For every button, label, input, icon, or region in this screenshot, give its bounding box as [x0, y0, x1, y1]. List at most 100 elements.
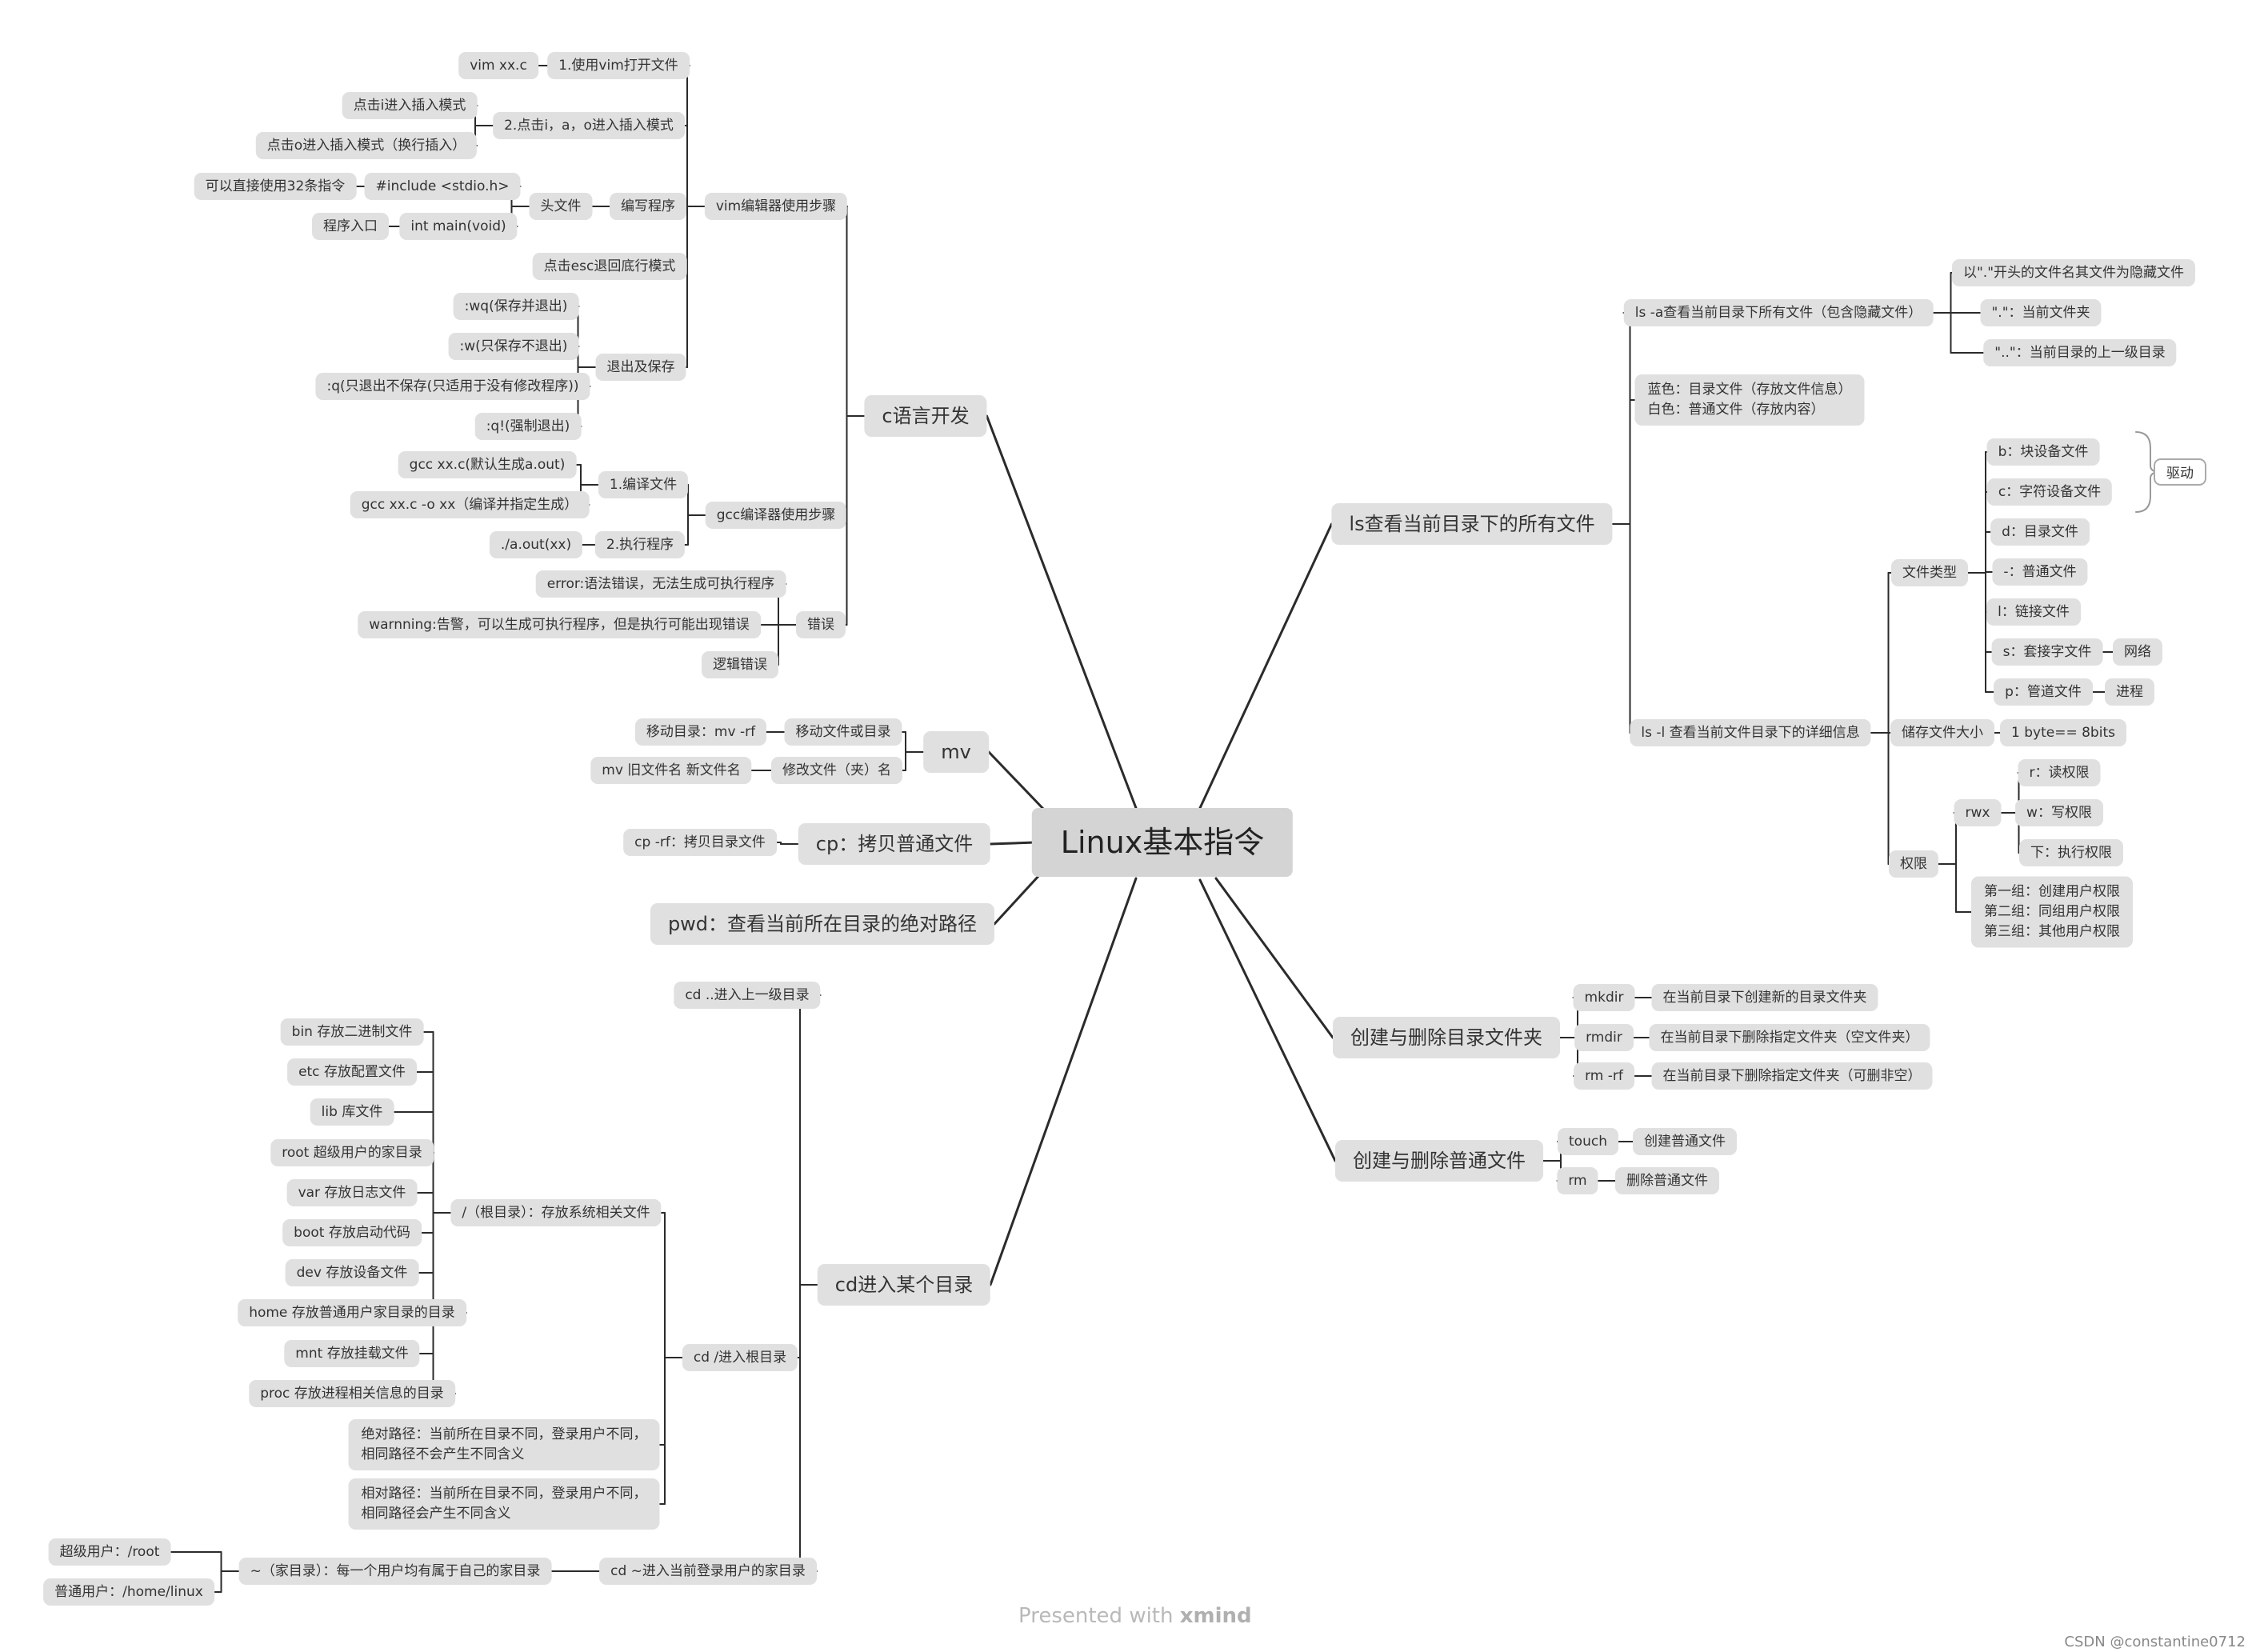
include-note[interactable]: 可以直接使用32条指令	[194, 173, 357, 200]
root-dir-item[interactable]: lib 库文件	[310, 1098, 394, 1126]
permission-rwx[interactable]: rwx	[1954, 799, 2002, 826]
ls-topic[interactable]: ls查看当前目录下的所有文件	[1331, 503, 1613, 545]
ls-dot-note[interactable]: "."：当前文件夹	[1980, 299, 2102, 326]
ls-dotdot-note[interactable]: ".."：当前目录的上一级目录	[1983, 339, 2177, 366]
central-topic[interactable]: Linux基本指令	[1031, 808, 1294, 877]
vim-open-cmd[interactable]: vim xx.c	[458, 52, 538, 79]
home-normal-user[interactable]: 普通用户：/home/linux	[43, 1578, 214, 1606]
credit-watermark: CSDN @constantine0712	[2064, 1634, 2246, 1650]
ls-hidden-note[interactable]: 以"."开头的文件名其文件为隐藏文件	[1951, 259, 2196, 286]
root-dir-item[interactable]: home 存放普通用户家目录的目录	[238, 1299, 466, 1327]
permission-w[interactable]: w：写权限	[2015, 799, 2103, 826]
cd-up[interactable]: cd ..进入上一级目录	[674, 982, 821, 1009]
permission-x[interactable]: 下：执行权限	[2019, 839, 2123, 866]
vim-open-topic[interactable]: 1.使用vim打开文件	[547, 52, 690, 79]
file-type-c[interactable]: c：字符设备文件	[1986, 478, 2113, 506]
touch-cmd[interactable]: touch	[1558, 1128, 1618, 1155]
vim-steps-topic[interactable]: vim编辑器使用步骤	[704, 193, 848, 220]
file-type-l[interactable]: l：链接文件	[1986, 598, 2081, 626]
ls-colors-note[interactable]: 蓝色：目录文件（存放文件信息） 白色：普通文件（存放内容）	[1634, 374, 1865, 426]
mv-rename-topic[interactable]: 修改文件（夹）名	[771, 757, 902, 784]
gcc-run-topic[interactable]: 2.执行程序	[594, 531, 686, 558]
errors-topic[interactable]: 错误	[796, 611, 846, 638]
driver-summary[interactable]: 驱动	[2154, 458, 2206, 486]
root-dir-item[interactable]: mnt 存放挂载文件	[284, 1339, 420, 1367]
quit-force[interactable]: :q!(强制退出)	[474, 413, 582, 440]
quit-w[interactable]: :w(只保存不退出)	[448, 333, 579, 360]
home-dir-topic[interactable]: ~（家目录）：每一个用户均有属于自己的家目录	[238, 1558, 552, 1585]
file-type-topic[interactable]: 文件类型	[1891, 559, 1968, 586]
mkdir-cmd[interactable]: mkdir	[1573, 984, 1635, 1011]
file-type-p[interactable]: p：管道文件	[1994, 678, 2093, 706]
xmind-logo: xmind	[1179, 1604, 1252, 1628]
root-dir-item[interactable]: boot 存放启动代码	[282, 1219, 422, 1246]
quit-q[interactable]: :q(只退出不保存(只适用于没有修改程序))	[315, 373, 590, 400]
mv-move-cmd[interactable]: 移动目录：mv -rf	[634, 718, 767, 746]
mv-topic[interactable]: mv	[923, 731, 989, 773]
vim-insert-i[interactable]: 点击i进入插入模式	[342, 92, 478, 119]
permission-topic[interactable]: 权限	[1889, 850, 1938, 878]
touch-topic[interactable]: 创建与删除普通文件	[1335, 1140, 1543, 1182]
file-size-topic[interactable]: 储存文件大小	[1890, 719, 1994, 746]
root-dir-item[interactable]: bin 存放二进制文件	[280, 1018, 424, 1046]
error-syntax[interactable]: error:语法错误，无法生成可执行程序	[535, 570, 786, 598]
file-size-value[interactable]: 1 byte== 8bits	[2000, 719, 2126, 746]
gcc-compile-b[interactable]: gcc xx.c -o xx（编译并指定生成）	[350, 491, 590, 518]
ls-l-topic[interactable]: ls -l 查看当前文件目录下的详细信息	[1630, 719, 1871, 746]
pwd-topic[interactable]: pwd：查看当前所在目录的绝对路径	[650, 903, 995, 945]
gcc-steps-topic[interactable]: gcc编译器使用步骤	[705, 502, 847, 529]
file-type-s[interactable]: s：套接字文件	[1991, 638, 2103, 666]
rmdir-desc[interactable]: 在当前目录下删除指定文件夹（空文件夹）	[1649, 1024, 1930, 1051]
permission-r[interactable]: r：读权限	[2018, 759, 2101, 786]
cp-topic[interactable]: cp：拷贝普通文件	[798, 823, 991, 865]
quit-save-topic[interactable]: 退出及保存	[595, 354, 686, 381]
quit-wq[interactable]: :wq(保存并退出)	[453, 293, 579, 320]
main-note[interactable]: 程序入口	[312, 213, 389, 240]
gcc-compile-a[interactable]: gcc xx.c(默认生成a.out)	[398, 451, 577, 478]
root-dir-topic[interactable]: /（根目录）：存放系统相关文件	[450, 1199, 662, 1226]
ls-a-topic[interactable]: ls -a查看当前目录下所有文件（包含隐藏文件）	[1623, 299, 1934, 326]
mv-move-topic[interactable]: 移动文件或目录	[784, 718, 902, 746]
home-super-user[interactable]: 超级用户：/root	[48, 1538, 171, 1566]
absolute-path-note[interactable]: 绝对路径：当前所在目录不同，登录用户不同， 相同路径不会产生不同含义	[348, 1419, 660, 1470]
file-type-d[interactable]: d：目录文件	[1990, 518, 2090, 546]
footer-presented: Presented with	[1018, 1604, 1174, 1628]
cp-rf-cmd[interactable]: cp -rf：拷贝目录文件	[623, 829, 777, 856]
int-main[interactable]: int main(void)	[399, 213, 518, 240]
gcc-compile-topic[interactable]: 1.编译文件	[598, 471, 689, 498]
rmrf-desc[interactable]: 在当前目录下删除指定文件夹（可删非空）	[1651, 1062, 1933, 1090]
include-stdio[interactable]: #include <stdio.h>	[364, 173, 521, 200]
root-dir-item[interactable]: proc 存放进程相关信息的目录	[249, 1379, 455, 1407]
header-file-topic[interactable]: 头文件	[529, 193, 593, 220]
root-dir-item[interactable]: root 超级用户的家目录	[270, 1138, 434, 1166]
root-dir-item[interactable]: dev 存放设备文件	[285, 1259, 419, 1287]
mv-rename-cmd[interactable]: mv 旧文件名 新文件名	[590, 757, 752, 784]
error-logic[interactable]: 逻辑错误	[702, 651, 778, 678]
network-note[interactable]: 网络	[2113, 638, 2162, 666]
c-dev-topic[interactable]: c语言开发	[864, 395, 987, 437]
rm-desc[interactable]: 删除普通文件	[1615, 1167, 1719, 1194]
vim-insert-o[interactable]: 点击o进入插入模式（换行插入）	[255, 132, 478, 159]
vim-insert-topic[interactable]: 2.点击i，a，o进入插入模式	[493, 112, 685, 139]
write-program-topic[interactable]: 编写程序	[610, 193, 686, 220]
root-dir-item[interactable]: etc 存放配置文件	[287, 1058, 417, 1086]
error-warning[interactable]: warnning:告警，可以生成可执行程序，但是执行可能出现错误	[358, 611, 761, 638]
mkdir-topic[interactable]: 创建与删除目录文件夹	[1333, 1017, 1560, 1058]
cd-root-topic[interactable]: cd /进入根目录	[682, 1344, 798, 1371]
mkdir-desc[interactable]: 在当前目录下创建新的目录文件夹	[1651, 984, 1878, 1011]
file-type-b[interactable]: b：块设备文件	[1986, 438, 2100, 466]
rmrf-cmd[interactable]: rm -rf	[1574, 1062, 1634, 1090]
rmdir-cmd[interactable]: rmdir	[1574, 1024, 1634, 1051]
gcc-run-cmd[interactable]: ./a.out(xx)	[489, 531, 583, 558]
touch-desc[interactable]: 创建普通文件	[1633, 1128, 1737, 1155]
relative-path-note[interactable]: 相对路径：当前所在目录不同，登录用户不同， 相同路径会产生不同含义	[348, 1478, 660, 1530]
process-note[interactable]: 进程	[2105, 678, 2154, 706]
rm-cmd[interactable]: rm	[1557, 1167, 1598, 1194]
permission-groups[interactable]: 第一组：创建用户权限 第二组：同组用户权限 第三组：其他用户权限	[1971, 876, 2133, 948]
cd-home-topic[interactable]: cd ~进入当前登录用户的家目录	[599, 1558, 817, 1585]
root-dir-item[interactable]: var 存放日志文件	[286, 1178, 418, 1206]
esc-mode[interactable]: 点击esc退回底行模式	[532, 253, 687, 280]
cd-topic[interactable]: cd进入某个目录	[817, 1264, 991, 1306]
file-type-dash[interactable]: -：普通文件	[1992, 558, 2088, 586]
